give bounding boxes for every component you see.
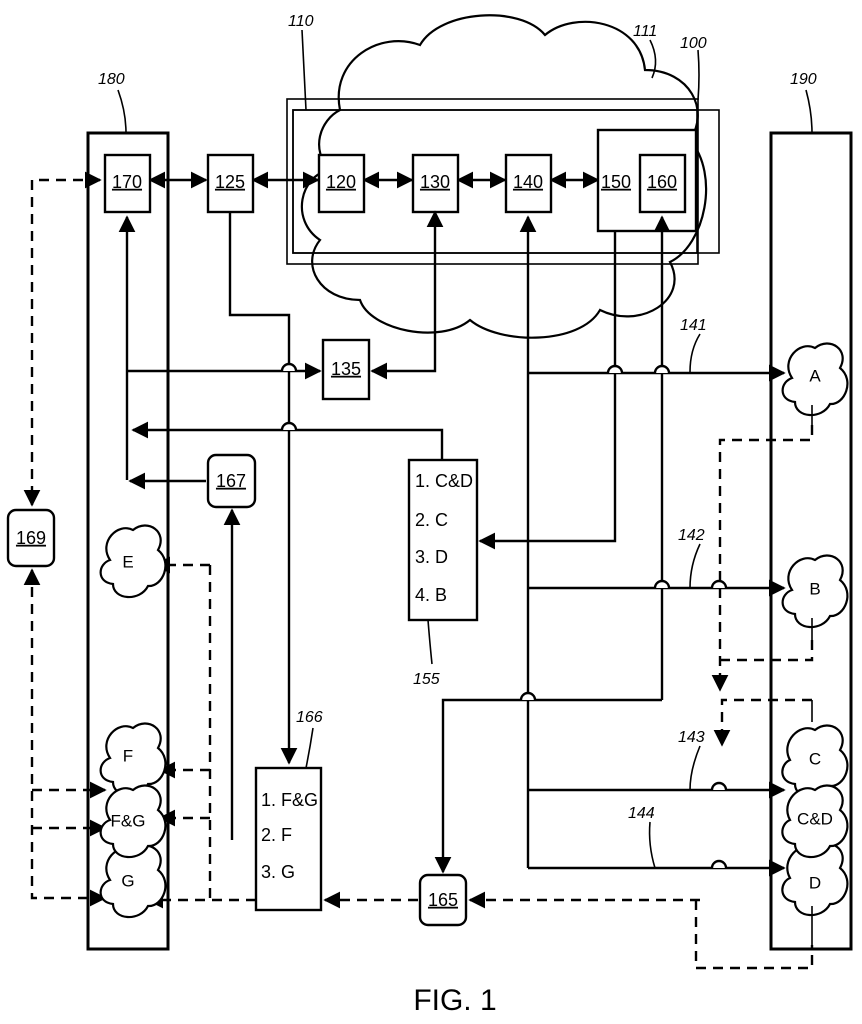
svg-text:120: 120: [326, 172, 356, 192]
list155-item-3: 3. D: [415, 547, 448, 567]
hop: [608, 366, 622, 373]
svg-text:130: 130: [420, 172, 450, 192]
list155-item-1: 1. C&D: [415, 471, 473, 491]
list166-item-3: 3. G: [261, 862, 295, 882]
svg-text:B: B: [809, 579, 820, 598]
cloud-FG-label: F&G: [111, 811, 146, 830]
ref-leader-180: [118, 90, 126, 133]
svg-text:169: 169: [16, 528, 46, 548]
cloud-G-label: G: [121, 871, 134, 890]
ref-142: 142: [678, 527, 705, 544]
box-165: 165: [420, 875, 466, 925]
ref-leader-100: [698, 50, 699, 100]
cloud-CD-label: C&D: [797, 809, 833, 828]
hop: [712, 861, 726, 868]
box-170: 170: [105, 155, 150, 212]
figure-title: FIG. 1: [413, 984, 496, 1017]
ref-155: 155: [413, 671, 440, 688]
line-160-to-165: [443, 700, 662, 872]
box-135: 135: [323, 340, 369, 399]
ref-leader-142: [690, 544, 700, 588]
svg-text:A: A: [809, 366, 821, 385]
svg-text:167: 167: [216, 471, 246, 491]
list155-item-2: 2. C: [415, 510, 448, 530]
ref-190: 190: [790, 71, 817, 88]
list155-item-4: 4. B: [415, 585, 447, 605]
ref-leader-155: [428, 620, 432, 664]
ref-leader-141: [690, 334, 700, 372]
box-167: 167: [208, 455, 255, 507]
box-160: 160: [640, 155, 685, 212]
ref-141: 141: [680, 317, 707, 334]
box-120: 120: [319, 155, 364, 212]
list166-item-1: 1. F&G: [261, 790, 318, 810]
list-box-166: 1. F&G 2. F 3. G: [256, 768, 321, 910]
list166-item-2: 2. F: [261, 825, 292, 845]
svg-text:165: 165: [428, 890, 458, 910]
box-125: 125: [208, 155, 253, 212]
box-140: 140: [506, 155, 551, 212]
svg-text:E: E: [122, 552, 133, 571]
box-130: 130: [413, 155, 458, 212]
box-150-label: 150: [601, 172, 631, 192]
hop: [712, 783, 726, 790]
ref-180: 180: [98, 71, 125, 88]
hop: [521, 693, 535, 700]
hop: [282, 364, 296, 371]
hop: [655, 581, 669, 588]
svg-text:170: 170: [112, 172, 142, 192]
ref-leader-143: [690, 746, 700, 790]
line-155-to-180: [133, 430, 442, 460]
ref-111: 111: [633, 23, 657, 40]
box-169: 169: [8, 510, 54, 566]
ref-leader-110: [302, 30, 306, 110]
ref-110: 110: [288, 13, 314, 30]
hop: [655, 366, 669, 373]
ref-leader-166: [306, 728, 313, 768]
ref-100: 100: [680, 35, 707, 52]
cloud-D-label: D: [809, 873, 821, 892]
ref-143: 143: [678, 729, 705, 746]
svg-text:160: 160: [647, 172, 677, 192]
svg-text:125: 125: [215, 172, 245, 192]
cloud-F-label: F: [123, 746, 133, 765]
list-box-155: 1. C&D 2. C 3. D 4. B: [409, 460, 477, 620]
svg-text:135: 135: [331, 359, 361, 379]
ref-leader-190: [806, 90, 812, 133]
hop: [282, 423, 296, 430]
ref-166: 166: [296, 709, 323, 726]
ref-leader-144: [650, 822, 655, 868]
cloud-C-label: C: [809, 749, 821, 768]
ref-144: 144: [628, 805, 655, 822]
hop: [712, 581, 726, 588]
svg-text:140: 140: [513, 172, 543, 192]
